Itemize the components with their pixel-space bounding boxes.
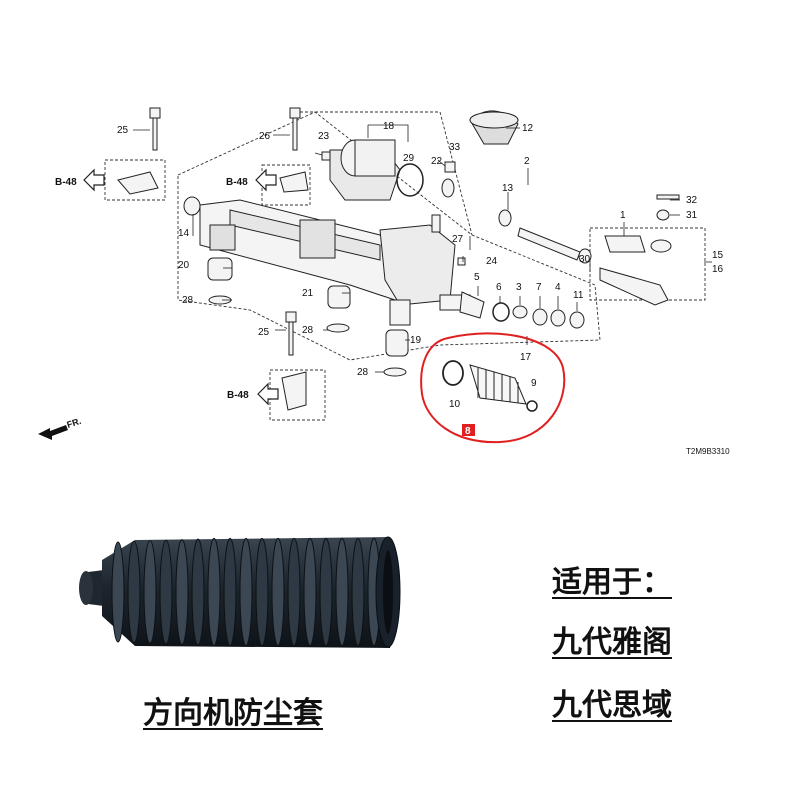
ref-arrow-2	[255, 168, 277, 192]
boot-ridge	[143, 540, 157, 644]
front-direction-arrow	[38, 425, 68, 440]
boot-ridge	[303, 537, 317, 647]
part-number-27: 27	[452, 234, 464, 245]
boot-ridge	[351, 537, 365, 647]
highlight-ring	[420, 332, 566, 444]
part-number-13: 13	[502, 183, 514, 194]
part-number-28-4: 28	[357, 367, 369, 378]
leader-lines	[133, 124, 712, 373]
part-number-24: 24	[486, 256, 498, 267]
part-number-3: 3	[516, 282, 522, 293]
fitment-label: 适用于：	[552, 565, 672, 600]
ref-code-3: B-48	[227, 390, 249, 401]
part-number-1: 1	[620, 210, 626, 221]
part-number-26: 26	[259, 131, 271, 142]
ref-arrows	[83, 168, 279, 406]
boot-ridge	[127, 540, 141, 644]
dust-boot-diagram	[442, 360, 538, 412]
dust-boot-photo	[79, 536, 401, 648]
part-number-22: 22	[431, 156, 443, 167]
part-number-18: 18	[383, 121, 395, 132]
part-number-9: 9	[531, 378, 537, 389]
part-number-12: 12	[522, 123, 534, 134]
part-number-30: 30	[579, 254, 591, 265]
part-number-17: 17	[520, 352, 532, 363]
part-number-8: 8	[465, 426, 471, 437]
product-caption: 方向机防尘套	[143, 696, 323, 731]
front-direction-label: FR.	[66, 416, 83, 430]
small-parts	[117, 107, 680, 411]
diagram-code: T2M9B3310	[686, 447, 730, 456]
part-number-33: 33	[449, 142, 461, 153]
part-number-4: 4	[555, 282, 561, 293]
ref-code-2: B-48	[226, 177, 248, 188]
steering-rack-body	[199, 149, 485, 326]
boot-ridge	[239, 537, 253, 647]
part-number-10: 10	[449, 399, 461, 410]
boot-ridge	[111, 541, 125, 643]
part-number-7: 7	[536, 282, 542, 293]
part-8-badge	[462, 424, 475, 436]
boot-ridge	[159, 539, 173, 645]
ref-arrow-3	[257, 382, 279, 406]
highlight-circle	[420, 332, 566, 444]
part-number-29: 29	[403, 153, 415, 164]
ref-code-1: B-48	[55, 177, 77, 188]
part-number-25: 25	[117, 125, 129, 136]
boot-ridge	[207, 537, 221, 647]
fitment-model-civic: 九代思域	[552, 688, 672, 723]
part-number-31: 31	[686, 210, 698, 221]
part-number-19: 19	[410, 335, 422, 346]
boot-ridge	[223, 537, 237, 647]
part-number-11: 11	[573, 290, 584, 301]
part-number-14: 14	[178, 228, 190, 239]
part-number-6: 6	[496, 282, 502, 293]
part-number-5: 5	[474, 272, 480, 283]
boot-ridge	[287, 537, 301, 647]
part-number-23: 23	[318, 131, 330, 142]
part-number-16: 16	[712, 264, 724, 275]
part-number-20: 20	[178, 260, 190, 271]
boot-ridge	[271, 537, 285, 647]
part-number-15: 15	[712, 250, 724, 261]
boot-ridge	[319, 537, 333, 647]
boot-ridge	[335, 537, 349, 647]
part-number-21: 21	[302, 288, 314, 299]
part-number-2: 2	[524, 156, 530, 167]
boot-small-end	[79, 571, 93, 605]
ref-arrow-1	[83, 168, 105, 192]
fitment-model-accord: 九代雅阁	[552, 625, 672, 660]
part-number-28-3: 28	[302, 325, 314, 336]
boot-ridge	[255, 537, 269, 647]
part-number-28: 28	[182, 295, 194, 306]
boot-ridges	[111, 537, 381, 647]
boot-ridge	[191, 538, 205, 646]
boot-ridge	[175, 539, 189, 645]
part-number-25-2: 25	[258, 327, 270, 338]
part-number-32: 32	[686, 195, 698, 206]
